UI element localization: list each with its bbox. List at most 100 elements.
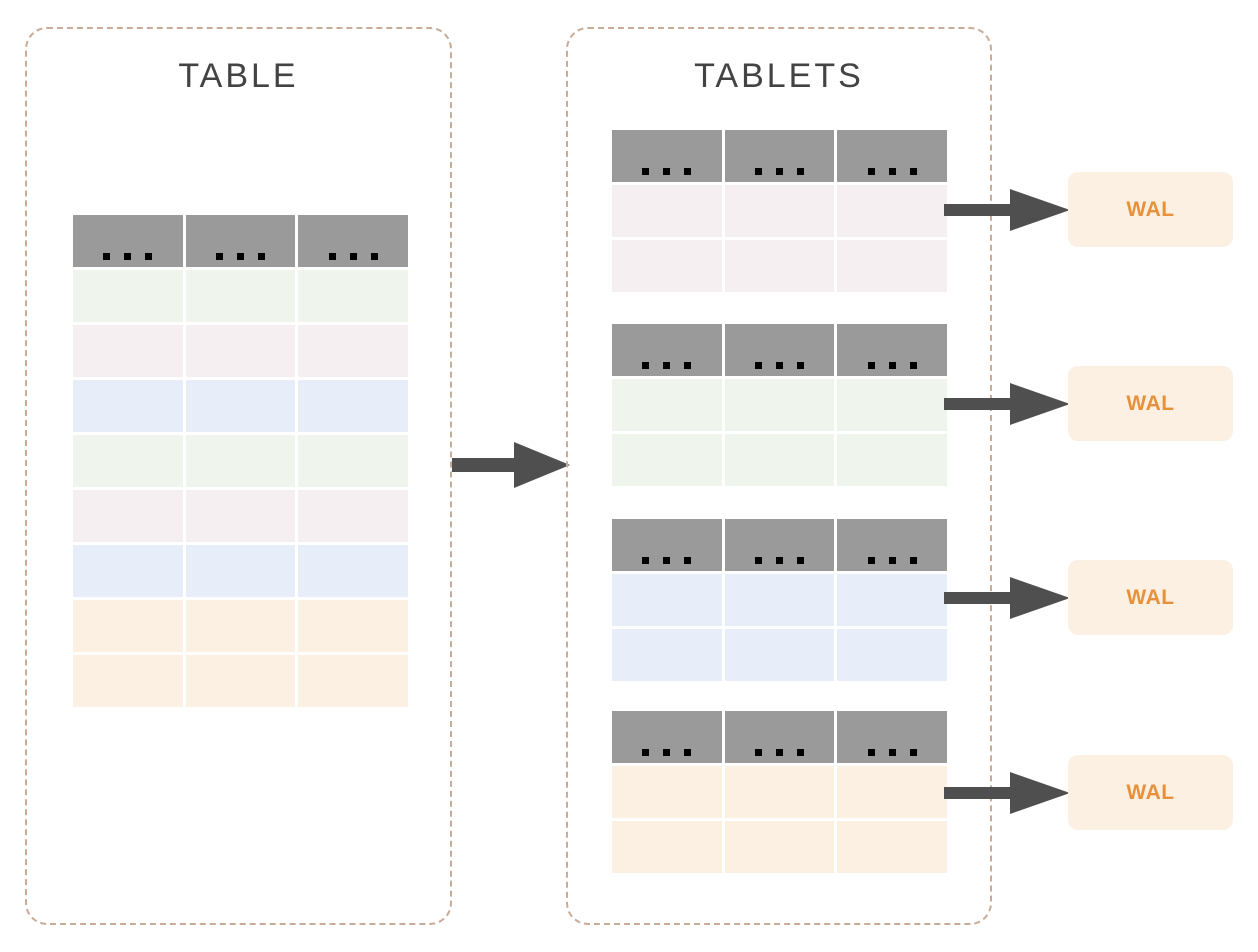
tablet-4-row-2-cell-3: [837, 821, 947, 873]
tablets-panel: TABLETS: [566, 27, 992, 925]
tablet-1-header-cell-1: [612, 130, 722, 182]
tablet-2-header-cell-3: [837, 324, 947, 376]
ellipsis-dot-icon: [796, 168, 804, 175]
tablet-1-row-1-cell-1: [612, 185, 722, 237]
table-row-7-cell-1: [73, 600, 183, 652]
table-row-3-cell-1: [73, 380, 183, 432]
wal-box-1: WAL: [1068, 172, 1233, 247]
ellipsis-dot-icon: [642, 168, 650, 175]
table-row-2-cell-3: [298, 325, 408, 377]
ellipsis-dot-icon: [684, 557, 692, 564]
ellipsis-dot-icon: [867, 749, 875, 756]
tablet-2-header-cell-1: [612, 324, 722, 376]
ellipsis-dot-icon: [663, 557, 671, 564]
ellipsis-dot-icon: [215, 253, 223, 260]
tablet-3-row-2-cell-2: [724, 629, 835, 681]
tablet-1-header-cell-3: [837, 130, 947, 182]
table-row-2-cell-2: [185, 325, 296, 377]
tablet-to-wal-arrow-icon-2: [944, 383, 1070, 425]
tablet-4-row-2-cell-1: [612, 821, 722, 873]
table-row-1-cell-2: [185, 270, 296, 322]
tablet-2-row-1-cell-1: [612, 379, 722, 431]
wal-label-2: WAL: [1126, 391, 1175, 415]
tablet-2-header-cell-2: [724, 324, 835, 376]
ellipsis-dot-icon: [754, 362, 762, 369]
wal-label-3: WAL: [1126, 585, 1175, 609]
table-row-5-cell-1: [73, 490, 183, 542]
tablet-4-row-1-cell-2: [724, 766, 835, 818]
ellipsis-dot-icon: [909, 168, 917, 175]
ellipsis-dot-icon: [349, 253, 357, 260]
table-row-6-cell-2: [185, 545, 296, 597]
tablet-1-row-2-cell-2: [724, 240, 835, 292]
ellipsis-dot-icon: [663, 168, 671, 175]
ellipsis-dot-icon: [754, 557, 762, 564]
table-panel-title: TABLE: [178, 57, 299, 95]
ellipsis-dot-icon: [663, 362, 671, 369]
ellipsis-dot-icon: [103, 253, 111, 260]
tablets-panel-title: TABLETS: [694, 57, 864, 95]
table-row-5-cell-3: [298, 490, 408, 542]
table-row-1-cell-1: [73, 270, 183, 322]
table-row-8-cell-3: [298, 655, 408, 707]
tablet-grid-2: [612, 324, 947, 486]
ellipsis-dot-icon: [684, 362, 692, 369]
tablet-4-row-2-cell-2: [724, 821, 835, 873]
tablet-grid-3: [612, 519, 947, 681]
ellipsis-dot-icon: [754, 749, 762, 756]
table-header-cell-3: [298, 215, 408, 267]
tablet-3-row-1-cell-1: [612, 574, 722, 626]
ellipsis-dot-icon: [775, 168, 783, 175]
ellipsis-dot-icon: [124, 253, 132, 260]
ellipsis-dot-icon: [257, 253, 265, 260]
tablet-2-row-1-cell-2: [724, 379, 835, 431]
table-row-1-cell-3: [298, 270, 408, 322]
tablet-2-row-2-cell-3: [837, 434, 947, 486]
tablet-grid-1: [612, 130, 947, 292]
tablet-to-wal-arrow-icon-1: [944, 189, 1070, 231]
wal-box-4: WAL: [1068, 755, 1233, 830]
tablet-1-header-cell-2: [724, 130, 835, 182]
table-row-5-cell-2: [185, 490, 296, 542]
ellipsis-dot-icon: [909, 362, 917, 369]
ellipsis-dot-icon: [796, 362, 804, 369]
ellipsis-dot-icon: [370, 253, 378, 260]
tablet-4-header-cell-1: [612, 711, 722, 763]
table-panel: TABLE: [25, 27, 452, 925]
tablet-3-row-1-cell-2: [724, 574, 835, 626]
ellipsis-dot-icon: [145, 253, 153, 260]
tablet-3-header-cell-3: [837, 519, 947, 571]
table-row-3-cell-3: [298, 380, 408, 432]
ellipsis-dot-icon: [888, 749, 896, 756]
ellipsis-dot-icon: [328, 253, 336, 260]
ellipsis-dot-icon: [684, 168, 692, 175]
wal-box-2: WAL: [1068, 366, 1233, 441]
table-row-4-cell-3: [298, 435, 408, 487]
tablet-2-row-2-cell-1: [612, 434, 722, 486]
tablet-to-wal-arrow-icon-3: [944, 577, 1070, 619]
table-row-6-cell-3: [298, 545, 408, 597]
table-row-6-cell-1: [73, 545, 183, 597]
ellipsis-dot-icon: [642, 749, 650, 756]
ellipsis-dot-icon: [909, 749, 917, 756]
table-row-4-cell-2: [185, 435, 296, 487]
ellipsis-dot-icon: [888, 557, 896, 564]
ellipsis-dot-icon: [888, 362, 896, 369]
split-arrow-icon: [452, 442, 570, 488]
tablet-4-header-cell-3: [837, 711, 947, 763]
table-row-7-cell-2: [185, 600, 296, 652]
wal-label-1: WAL: [1126, 197, 1175, 221]
ellipsis-dot-icon: [236, 253, 244, 260]
tablet-3-header-cell-1: [612, 519, 722, 571]
tablet-grid-4: [612, 711, 947, 873]
table-row-8-cell-2: [185, 655, 296, 707]
tablet-4-row-1-cell-1: [612, 766, 722, 818]
ellipsis-dot-icon: [796, 557, 804, 564]
ellipsis-dot-icon: [867, 168, 875, 175]
ellipsis-dot-icon: [796, 749, 804, 756]
tablet-2-row-1-cell-3: [837, 379, 947, 431]
ellipsis-dot-icon: [867, 557, 875, 564]
ellipsis-dot-icon: [775, 557, 783, 564]
ellipsis-dot-icon: [867, 362, 875, 369]
tablet-1-row-2-cell-3: [837, 240, 947, 292]
